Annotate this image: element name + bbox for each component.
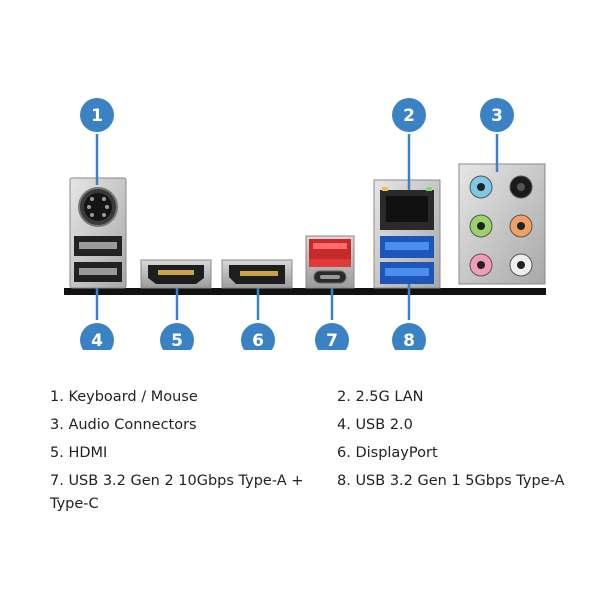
callout-number: 7: [326, 331, 338, 350]
board-edge: [64, 288, 546, 295]
callout-8: 8: [392, 323, 426, 350]
io-panel-diagram: 1 2 3 4 5 6 7 8: [64, 98, 546, 350]
callout-3: 3: [480, 98, 514, 132]
callout-2: 2: [392, 98, 426, 132]
legend-item-usb32-gen1: 8. USB 3.2 Gen 1 5Gbps Type-A: [337, 473, 565, 489]
callout-number: 2: [403, 106, 415, 126]
legend-item-usb32-gen2: 7. USB 3.2 Gen 2 10Gbps Type-A + Type-C: [50, 473, 304, 512]
legend-item-hdmi: 5. HDMI: [50, 445, 108, 461]
audio-jacks: [458, 163, 546, 285]
legend-item-usb2: 4. USB 2.0: [337, 417, 413, 433]
callout-5: 5: [160, 323, 194, 350]
callout-1: 1: [80, 98, 114, 132]
callout-circles: 1 2 3 4 5 6 7 8: [80, 98, 514, 350]
callout-number: 1: [91, 106, 103, 126]
ps2-usb2-stack: [69, 177, 127, 289]
callout-number: 8: [403, 331, 415, 350]
callout-number: 5: [171, 331, 183, 350]
callout-number: 3: [491, 106, 503, 126]
callout-6: 6: [241, 323, 275, 350]
legend-item-lan: 2. 2.5G LAN: [337, 389, 424, 405]
legend-item-audio: 3. Audio Connectors: [50, 417, 197, 433]
displayport-port: [221, 259, 293, 289]
legend-item-keyboard-mouse: 1. Keyboard / Mouse: [50, 389, 198, 405]
callout-number: 4: [91, 331, 103, 350]
callout-4: 4: [80, 323, 114, 350]
callout-lines: [95, 134, 499, 320]
callout-number: 6: [252, 331, 264, 350]
callout-7: 7: [315, 323, 349, 350]
legend-item-displayport: 6. DisplayPort: [337, 445, 438, 461]
lan-usb3-stack: [373, 179, 441, 289]
usb32-gen2-stack: [305, 235, 355, 289]
hdmi-port: [140, 259, 212, 289]
